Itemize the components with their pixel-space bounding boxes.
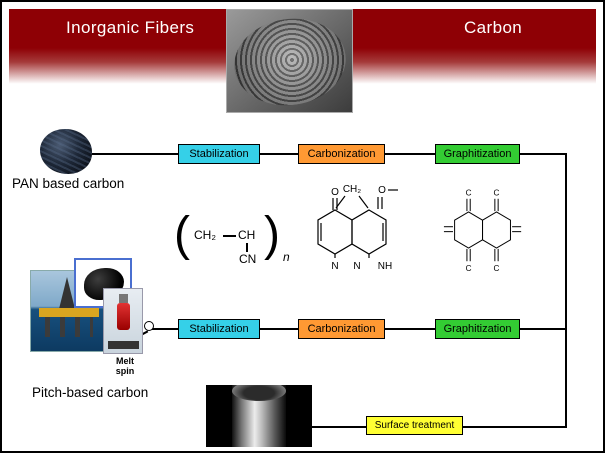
ladder-o-left: O xyxy=(331,187,339,198)
melt-spinner-image xyxy=(103,288,143,354)
ladder-n-left: N xyxy=(331,261,338,272)
pitch-step-stabilization: Stabilization xyxy=(178,319,260,339)
pan-monomer-structure: ( CH₂ CH CN ) n xyxy=(172,204,300,274)
bond-line xyxy=(246,243,248,252)
ladder-ch2: CH₂ xyxy=(343,184,361,195)
graphite-c-top-left: C xyxy=(466,189,472,198)
cylinder-top-shape xyxy=(232,385,286,401)
bond-line xyxy=(223,235,236,237)
graphite-structure: C C C C xyxy=(443,189,522,273)
sem-fiber-image xyxy=(226,9,353,113)
bracket-left-icon: ( xyxy=(174,208,190,261)
pan-step-graphitization: Graphitization xyxy=(435,144,520,164)
flow-line-right-vertical xyxy=(565,153,567,428)
melt-spin-connector-loop xyxy=(144,321,154,331)
fiber-cylinder-image xyxy=(206,385,312,447)
pan-step-carbonization: Carbonization xyxy=(298,144,385,164)
platform-deck-shape xyxy=(39,308,99,317)
ladder-o-right: O xyxy=(378,185,386,196)
graphite-c-top-right: C xyxy=(494,189,500,198)
pan-ch-label: CH xyxy=(238,228,256,242)
pan-fiber-image xyxy=(40,129,92,174)
platform-legs-shape xyxy=(45,317,93,337)
oil-platform-image xyxy=(30,270,108,352)
pitch-row-label: Pitch-based carbon xyxy=(32,385,149,400)
banner-title-carbon: Carbon xyxy=(464,18,523,37)
ladder-structure: O CH₂ O N N NH xyxy=(317,184,398,272)
spinner-base-shape xyxy=(108,341,139,349)
bracket-right-icon: ) xyxy=(264,208,280,261)
banner-title-inorganic-fibers: Inorganic Fibers xyxy=(66,18,195,37)
pan-subscript-n: n xyxy=(283,250,290,264)
graphite-c-bottom-right: C xyxy=(494,264,500,273)
pan-row-label: PAN based carbon xyxy=(12,176,125,191)
surface-treatment-box: Surface treatment xyxy=(366,416,463,435)
ladder-nh-right: NH xyxy=(378,261,392,272)
spinner-body-shape xyxy=(117,303,130,330)
graphite-c-bottom-left: C xyxy=(466,264,472,273)
pan-step-stabilization: Stabilization xyxy=(178,144,260,164)
spinner-cap-shape xyxy=(119,294,128,303)
pitch-step-carbonization: Carbonization xyxy=(298,319,385,339)
melt-spin-label: Melt spin xyxy=(115,356,135,377)
sem-fiber-cross-section xyxy=(228,11,352,112)
pitch-step-graphitization: Graphitization xyxy=(435,319,520,339)
pan-ch2-label: CH₂ xyxy=(194,228,216,242)
pan-cn-label: CN xyxy=(239,252,257,266)
derrick-shape xyxy=(59,277,75,309)
ladder-n-mid: N xyxy=(353,261,360,272)
